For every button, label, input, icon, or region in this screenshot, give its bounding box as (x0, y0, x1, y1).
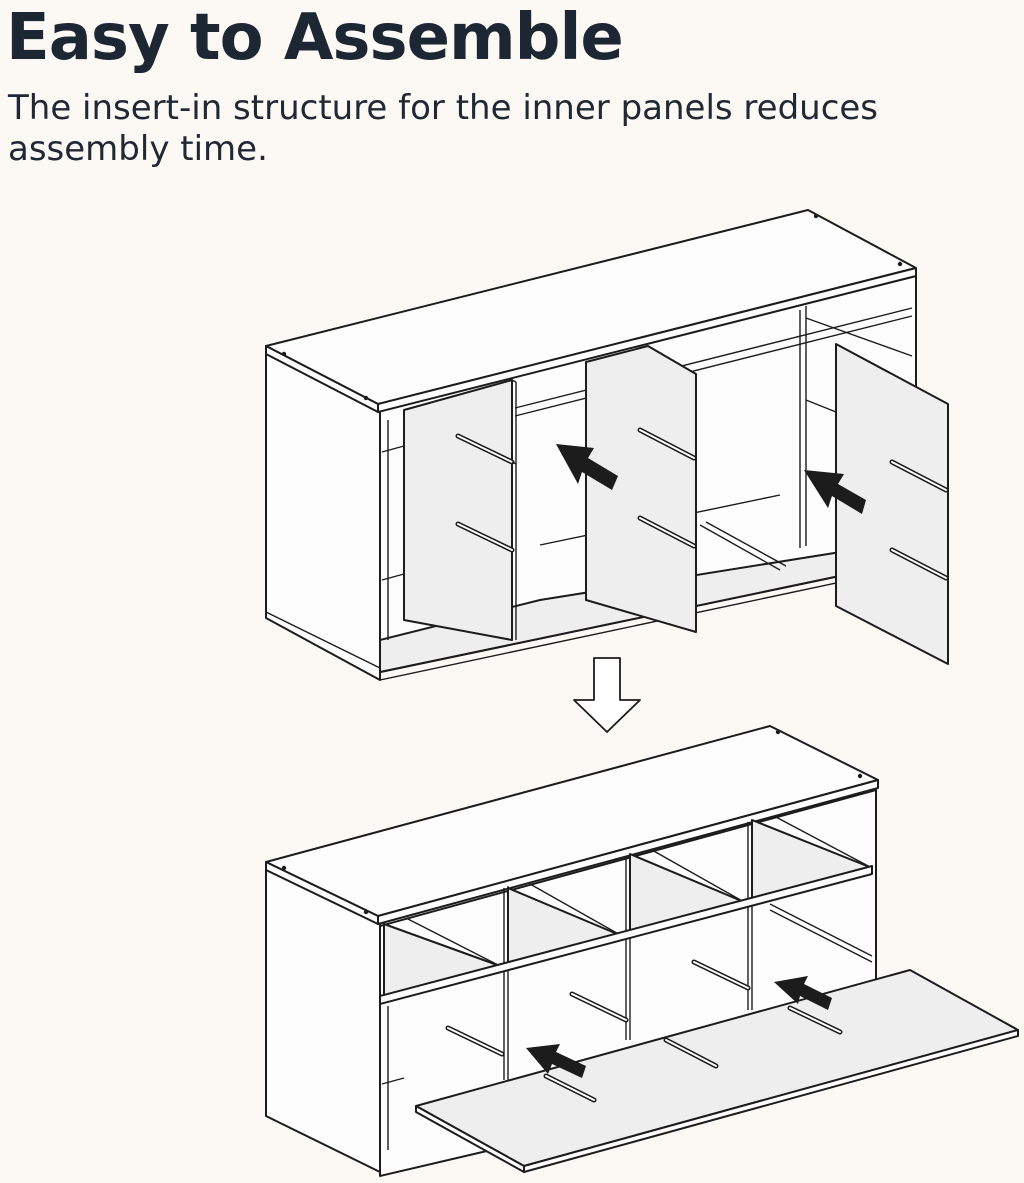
insert-arrow-icon (526, 1044, 586, 1078)
bottom-horizontal-shelf-panel (415, 969, 1019, 1173)
down-arrow-icon (573, 657, 641, 733)
page-subtitle: The insert-in structure for the inner pa… (8, 88, 879, 170)
top-vertical-panel-1 (403, 379, 517, 641)
top-vertical-panel-2 (585, 345, 697, 633)
page-title: Easy to Assemble (6, 1, 624, 75)
insert-arrow-icon (556, 444, 618, 490)
insert-arrow-icon (804, 470, 866, 514)
top-vertical-panel-3 (835, 343, 949, 665)
insert-arrow-icon (774, 976, 832, 1010)
